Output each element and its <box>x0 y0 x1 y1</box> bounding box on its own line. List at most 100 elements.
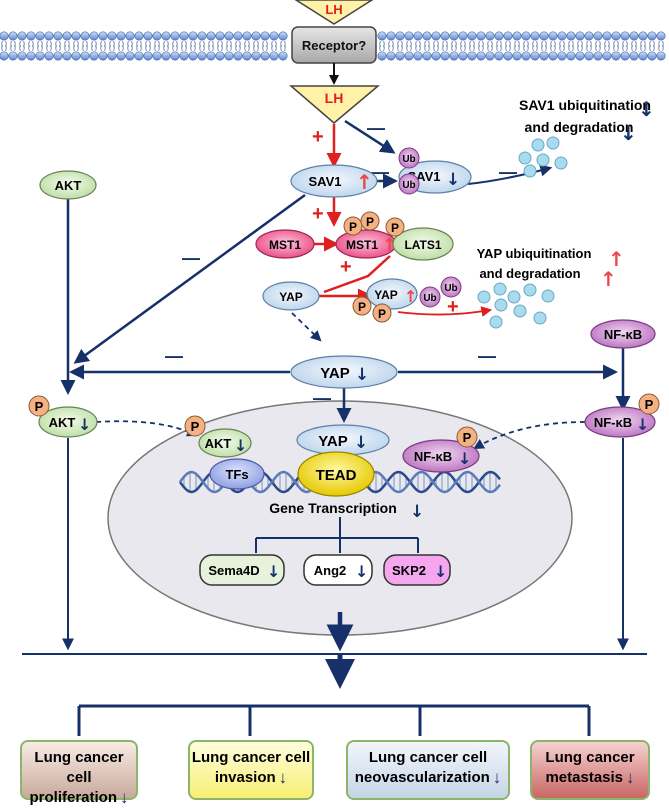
outcome-metastasis-line2: metastasis <box>545 769 624 786</box>
lipid-head <box>116 31 126 41</box>
lipid-head <box>62 31 72 41</box>
lipid-tail <box>131 44 133 52</box>
lipid-tail <box>379 44 381 52</box>
lipid-tail <box>253 44 255 52</box>
lh-triangle <box>288 85 381 124</box>
mst1-phospho-badges: P P P <box>343 211 405 237</box>
outcome-metastasis-box: Lung cancer metastasis↓ <box>530 740 650 800</box>
lipid-head <box>584 31 594 41</box>
lipid-head <box>593 51 603 61</box>
lipid-head <box>98 51 108 61</box>
lipid-head <box>539 31 549 41</box>
lipid-head <box>575 51 585 61</box>
lipid-head <box>17 51 27 61</box>
lipid-head <box>17 31 27 41</box>
lipid-tail <box>41 44 43 52</box>
lipid-head <box>503 51 513 61</box>
lh-label: LH <box>325 90 344 106</box>
lipid-tail <box>5 44 7 52</box>
sav1-node <box>290 164 378 198</box>
lipid-tail <box>455 44 457 52</box>
lipid-tail <box>64 44 66 52</box>
outcome-neovascularization-line2: neovascularization <box>354 769 490 786</box>
lipid-head <box>386 31 396 41</box>
lipid-tail <box>59 44 61 52</box>
lipid-head <box>440 31 450 41</box>
mst1-label: MST1 <box>269 238 301 252</box>
svg-text:P: P <box>349 220 357 234</box>
lipid-head <box>431 31 441 41</box>
svg-text:P: P <box>358 300 366 314</box>
lipid-head <box>179 51 189 61</box>
lipid-tail <box>212 44 214 52</box>
outcome-metastasis-line2-row: metastasis↓ <box>532 768 648 788</box>
akt-p-phospho <box>28 395 50 417</box>
yap-label: YAP <box>279 290 303 304</box>
lipid-head <box>224 31 234 41</box>
target-ang2-label: Ang2 <box>314 563 347 578</box>
lats1-node <box>392 227 454 261</box>
lipid-head <box>143 51 153 61</box>
nucleus-nfkb-node <box>402 439 480 473</box>
lipid-tail <box>563 44 565 52</box>
lipid-head <box>485 31 495 41</box>
minus-sign-ub-degradation: — <box>499 162 517 182</box>
plus-sign-sav1-mst1: + <box>312 203 324 225</box>
lh-to-sav1-ub-arrow <box>344 119 396 154</box>
yap-ub-note-up-arrow-1: ↑ <box>608 247 625 271</box>
lipid-tail <box>577 44 579 52</box>
yap-phospho-badges: P P <box>352 296 392 323</box>
nfkb-label: NF-κB <box>604 327 642 342</box>
lipid-head <box>71 31 81 41</box>
lipid-tail <box>509 44 511 52</box>
lipid-tail <box>406 44 408 52</box>
lipid-tail <box>595 44 597 52</box>
lipid-head <box>548 31 558 41</box>
yap-p-node <box>366 278 418 310</box>
lipid-tail <box>527 44 529 52</box>
lipid-head <box>629 31 639 41</box>
lipid-head <box>422 31 432 41</box>
lipid-head <box>494 31 504 41</box>
outcome-proliferation-line2: proliferation <box>29 789 117 806</box>
lipid-tail <box>14 44 16 52</box>
lipid-head <box>233 51 243 61</box>
lipid-head <box>278 51 288 61</box>
lipid-tail <box>50 44 52 52</box>
lipid-head <box>521 31 531 41</box>
lipid-head <box>557 31 567 41</box>
lipid-head <box>647 51 657 61</box>
nucleus-akt-down-arrow: ↓ <box>234 436 247 455</box>
lipid-tail <box>415 44 417 52</box>
ub-badge-1 <box>398 147 420 169</box>
lipid-head <box>656 31 666 41</box>
akt-node <box>39 170 97 200</box>
lipid-tail <box>28 44 30 52</box>
lipid-head <box>26 51 36 61</box>
lipid-head <box>179 31 189 41</box>
minus-sign-yap-nucleus: — <box>313 388 331 408</box>
gene-transcription-down-arrow: ↓ <box>410 502 424 522</box>
lipid-tail <box>608 44 610 52</box>
plus-sign-lats1-yap: + <box>340 256 352 278</box>
lipid-tail <box>640 44 642 52</box>
lipid-tail <box>446 44 448 52</box>
akt-p-down-arrow: ↓ <box>78 415 91 434</box>
svg-text:P: P <box>366 215 374 229</box>
lipid-tail <box>424 44 426 52</box>
akt-label: AKT <box>55 178 82 193</box>
lipid-head <box>215 51 225 61</box>
lipid-tail <box>37 44 39 52</box>
lipid-head <box>548 51 558 61</box>
lipid-tail <box>46 44 48 52</box>
lipid-tail <box>140 44 142 52</box>
target-sema4d-down-arrow: ↓ <box>267 562 280 581</box>
lipid-head <box>422 51 432 61</box>
lipid-tail <box>653 44 655 52</box>
lipid-tail <box>113 44 115 52</box>
cell-membrane <box>0 31 666 61</box>
nucleus-akt-phospho-label: P <box>191 419 200 434</box>
lipid-head <box>71 51 81 61</box>
yap-node <box>262 281 320 311</box>
lipid-tail <box>541 44 543 52</box>
